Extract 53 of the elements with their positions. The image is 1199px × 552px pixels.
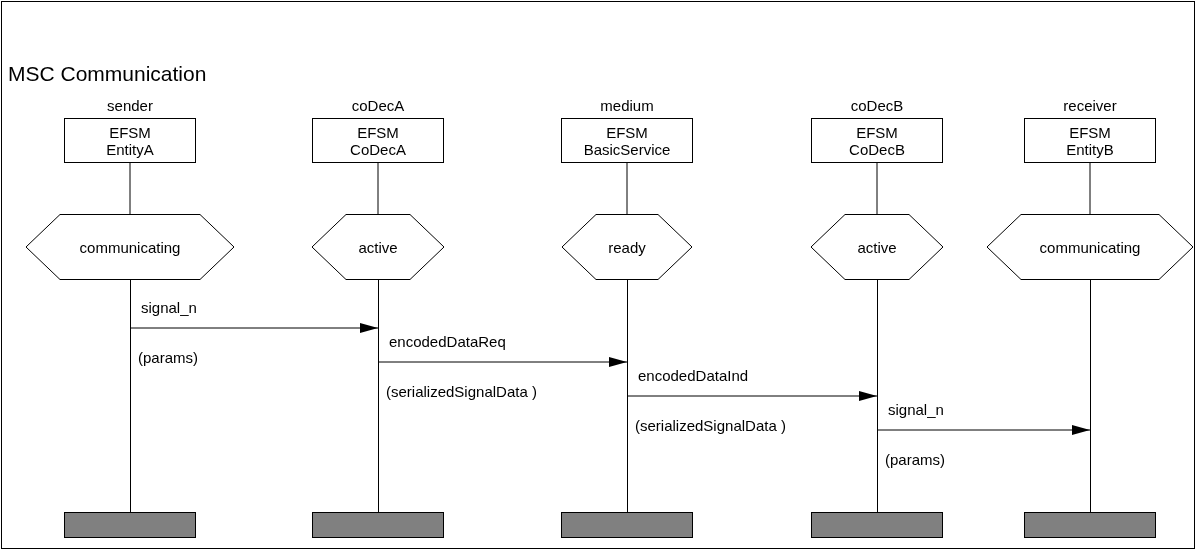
instance-label: EFSM EntityA — [106, 123, 154, 158]
instance-label: EFSM BasicService — [583, 123, 671, 158]
lifeline — [627, 280, 628, 512]
message-parameters: (serializedSignalData ) — [386, 383, 537, 400]
lifeline — [877, 280, 878, 512]
message-parameters: (params) — [885, 451, 945, 468]
state-label: active — [358, 238, 398, 256]
instance-box — [1024, 118, 1156, 163]
instance-label: EFSM CoDecB — [849, 123, 905, 158]
instance-name: sender — [107, 97, 153, 114]
instance-label: EFSM CoDecA — [350, 123, 406, 158]
message-arrow — [877, 425, 1091, 435]
lifeline-segment — [377, 162, 379, 215]
instance-box — [561, 118, 693, 163]
message-label: encodedDataReq — [387, 333, 508, 350]
state-label: active — [857, 238, 897, 256]
message-label: encodedDataInd — [636, 367, 751, 384]
lifeline — [1090, 280, 1091, 512]
state-hexagon — [811, 214, 943, 280]
instance-label: EFSM EntityB — [1066, 123, 1114, 158]
instance-box — [64, 118, 196, 163]
message-parameters: (params) — [138, 349, 198, 366]
message-label: signal_n — [139, 299, 199, 316]
message-parameters: (serializedSignalData ) — [635, 417, 786, 434]
message-arrow — [130, 323, 379, 333]
state-label: communicating — [1039, 238, 1141, 256]
lifeline-segment — [129, 162, 131, 215]
instance-name: coDecB — [850, 97, 904, 114]
instance-name: medium — [600, 97, 654, 114]
lifeline — [130, 280, 131, 512]
state-hexagon — [987, 214, 1193, 280]
lifeline-segment — [626, 162, 628, 215]
instance-box — [811, 118, 943, 163]
state-hexagon — [312, 214, 444, 280]
message-arrow — [627, 391, 878, 401]
message-label: signal_n — [886, 401, 946, 418]
state-hexagon — [26, 214, 234, 280]
lifeline-end-bar — [64, 512, 196, 538]
instance-box — [312, 118, 444, 163]
state-hexagon — [562, 214, 692, 280]
state-label: ready — [608, 238, 646, 256]
state-label: communicating — [79, 238, 181, 256]
lifeline-segment — [1089, 162, 1091, 215]
lifeline-end-bar — [1024, 512, 1156, 538]
instance-name: coDecA — [351, 97, 405, 114]
diagram-title: MSC Communication — [8, 62, 207, 86]
lifeline-end-bar — [811, 512, 943, 538]
lifeline-segment — [876, 162, 878, 215]
lifeline-end-bar — [312, 512, 444, 538]
message-arrow — [378, 357, 628, 367]
lifeline — [378, 280, 379, 512]
lifeline-end-bar — [561, 512, 693, 538]
instance-name: receiver — [1063, 97, 1117, 114]
